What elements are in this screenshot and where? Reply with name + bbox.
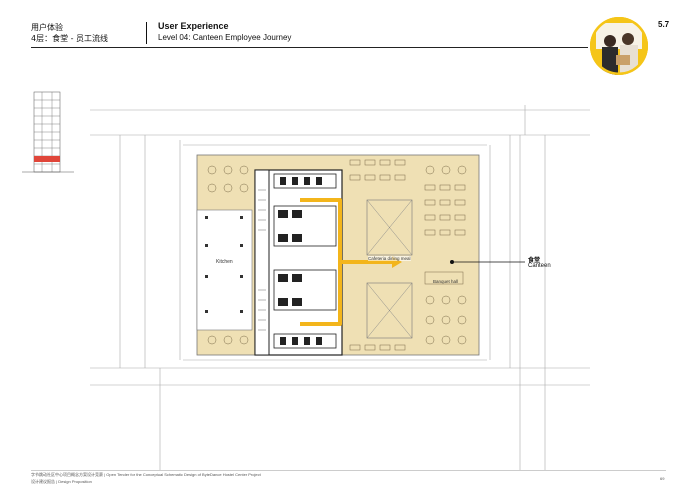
journey-arrow xyxy=(300,198,392,326)
building-elevation-icon xyxy=(22,91,74,173)
banquet-label: Banquet hall xyxy=(433,279,459,284)
footer-report: 设计建议报告 | Design Proposition xyxy=(31,479,92,484)
en-subtitle: Level 04: Canteen Employee Journey xyxy=(158,33,292,42)
page-number: 5.7 xyxy=(658,20,670,29)
kitchen-label: Kitchen xyxy=(216,259,233,265)
header-divider xyxy=(146,22,147,44)
people-photo-icon xyxy=(590,17,648,75)
footer-rule xyxy=(31,470,666,471)
canteen-leader xyxy=(450,260,525,264)
dining-rows xyxy=(349,159,466,351)
page-header: 用户体验 4层：食堂 - 员工流线 User Experience Level … xyxy=(0,0,700,60)
footer-project: 字节跳动社区中心项目概念方案设计竞赛 | Open Tender for the… xyxy=(31,472,261,477)
user-photo-avatar xyxy=(590,17,648,75)
cafeteria-label: Cafeteria dining meal xyxy=(368,256,411,261)
header-rule xyxy=(31,47,588,48)
en-title: User Experience xyxy=(158,21,229,31)
dining-tables xyxy=(207,165,467,345)
canteen-label-cn: 食堂 xyxy=(528,257,541,264)
service-core xyxy=(254,169,343,356)
canteen-label-en: Canteen xyxy=(528,263,551,269)
footer-page-number: 69 xyxy=(660,476,665,481)
site-context xyxy=(90,105,590,470)
cn-title: 用户体验 xyxy=(31,23,63,32)
cn-subtitle: 4层：食堂 - 员工流线 xyxy=(31,34,109,43)
